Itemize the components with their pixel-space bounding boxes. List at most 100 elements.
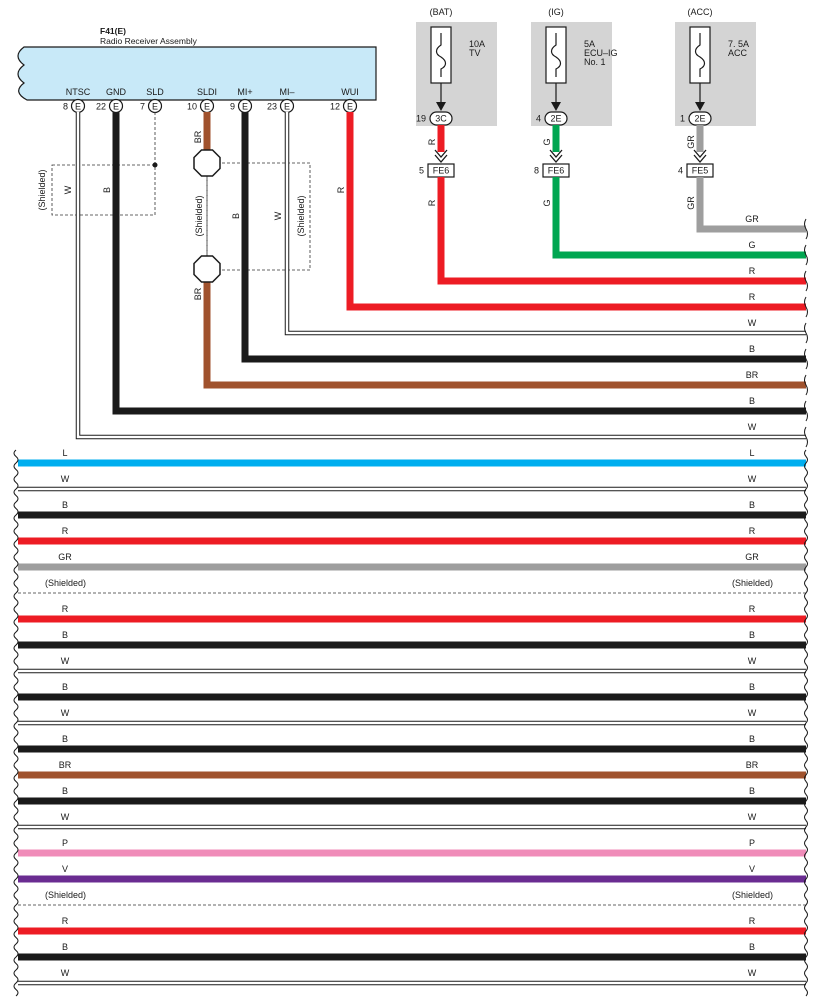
pin-number: 7 — [140, 102, 145, 112]
pin-name: WUI — [341, 87, 359, 97]
fuse-wire-label-lower: R — [427, 199, 437, 206]
fuse-wire-label: G — [542, 138, 552, 145]
joint-pin-number: 8 — [534, 166, 539, 176]
bus-left-label: B — [62, 500, 68, 510]
wire-label-mi-minus: W — [273, 211, 283, 220]
bus-right-label: GR — [745, 552, 759, 562]
bus-top-break-mark — [804, 244, 808, 266]
bus-left-label: GR — [58, 552, 72, 562]
fuse-wire-label: R — [427, 138, 437, 145]
fuse-rating: TV — [469, 48, 481, 58]
pin-name: NTSC — [66, 87, 91, 97]
wire-mi-plus — [241, 112, 806, 363]
shield-box-ntsc — [51, 164, 156, 216]
connector-body — [17, 46, 377, 101]
pin-mi: MI–E23 — [267, 87, 295, 114]
bus-top-break-mark — [804, 218, 808, 240]
fuse-wire-label-lower: G — [542, 199, 552, 206]
bus-wire-gr: GR GR — [18, 552, 806, 571]
bus-right-label: P — [749, 838, 755, 848]
bus-right-label: L — [749, 448, 754, 458]
bus-left-label: B — [62, 786, 68, 796]
bus-top-wire-label: W — [748, 318, 757, 328]
bus-left-label: R — [62, 526, 69, 536]
bus-top-break-mark — [804, 374, 808, 396]
connector-pins: NTSCE8GNDE22SLDE7SLDIE10MI+E9MI–E23WUIE1… — [63, 87, 359, 114]
bus-right-label: (Shielded) — [732, 578, 773, 588]
bus-right-label: W — [748, 656, 757, 666]
fuse-source: (ACC) — [688, 7, 713, 17]
bus-left-label: B — [62, 630, 68, 640]
component-name: Radio Receiver Assembly — [100, 36, 198, 46]
wire-label-mi-plus: B — [231, 213, 241, 219]
fuse-icon — [435, 33, 447, 77]
shield-box-mic — [206, 162, 311, 271]
pin-number: 23 — [267, 102, 277, 112]
bus-top-wire-label: B — [749, 344, 755, 354]
fuse-rating: 7. 5A — [728, 39, 749, 49]
bus-left-label: W — [61, 968, 70, 978]
fuse-wire-label: GR — [686, 135, 696, 149]
bus-top-wire-label: R — [749, 266, 756, 276]
bus-left-label: W — [61, 474, 70, 484]
bus-top-break-mark — [804, 270, 808, 292]
bus-right-label: R — [749, 916, 756, 926]
bus-left-break-mark — [13, 449, 19, 997]
bus-top-break-mark — [804, 426, 808, 448]
pin-connector-code: E — [204, 102, 210, 112]
arrow-icon — [551, 102, 561, 111]
bus-right-label: (Shielded) — [732, 890, 773, 900]
fuse-rating: ACC — [728, 48, 748, 58]
fuse-rating: 5A — [584, 39, 595, 49]
pin-connector-code: E — [347, 102, 353, 112]
bus-top-wire-label: G — [748, 240, 755, 250]
bus-right-label: W — [748, 968, 757, 978]
joint-code: FE6 — [433, 166, 450, 176]
bus-left-label: V — [62, 864, 68, 874]
bus-left-label: (Shielded) — [45, 578, 86, 588]
bus-right-label: B — [749, 942, 755, 952]
fuse-box — [675, 22, 756, 126]
fuse-connector-code: 3C — [435, 114, 447, 124]
fuse-wire-label-lower: GR — [686, 196, 696, 210]
bus-right-label: R — [749, 526, 756, 536]
wire-label-sldi-top: BR — [193, 130, 203, 143]
wire-mi-minus — [284, 112, 806, 336]
pin-connector-code: E — [284, 102, 290, 112]
pin-number: 10 — [187, 102, 197, 112]
joint-code: FE5 — [692, 166, 709, 176]
bus-top-break-mark — [804, 296, 808, 318]
bus-left-label: L — [62, 448, 67, 458]
shield-ground-octagon-bottom — [193, 255, 221, 283]
wire-label-sldi-bottom: BR — [193, 287, 203, 300]
bus-right-label: B — [749, 630, 755, 640]
arrow-icon — [436, 102, 446, 111]
chevron-down-icon — [693, 149, 707, 163]
fuse-pin-number: 4 — [536, 114, 541, 124]
fuse-connector-code: 2E — [694, 114, 705, 124]
fuse-icon — [694, 33, 706, 77]
component-id: F41(E) — [100, 26, 126, 36]
wire-ntsc — [75, 112, 806, 440]
bus-right-label: R — [749, 604, 756, 614]
fuse-bus-wire — [437, 177, 806, 285]
wire-label-wui: R — [336, 186, 346, 193]
bus-right-label: B — [749, 786, 755, 796]
bus-top-wire-label: GR — [745, 214, 759, 224]
wire-wui — [346, 112, 806, 311]
